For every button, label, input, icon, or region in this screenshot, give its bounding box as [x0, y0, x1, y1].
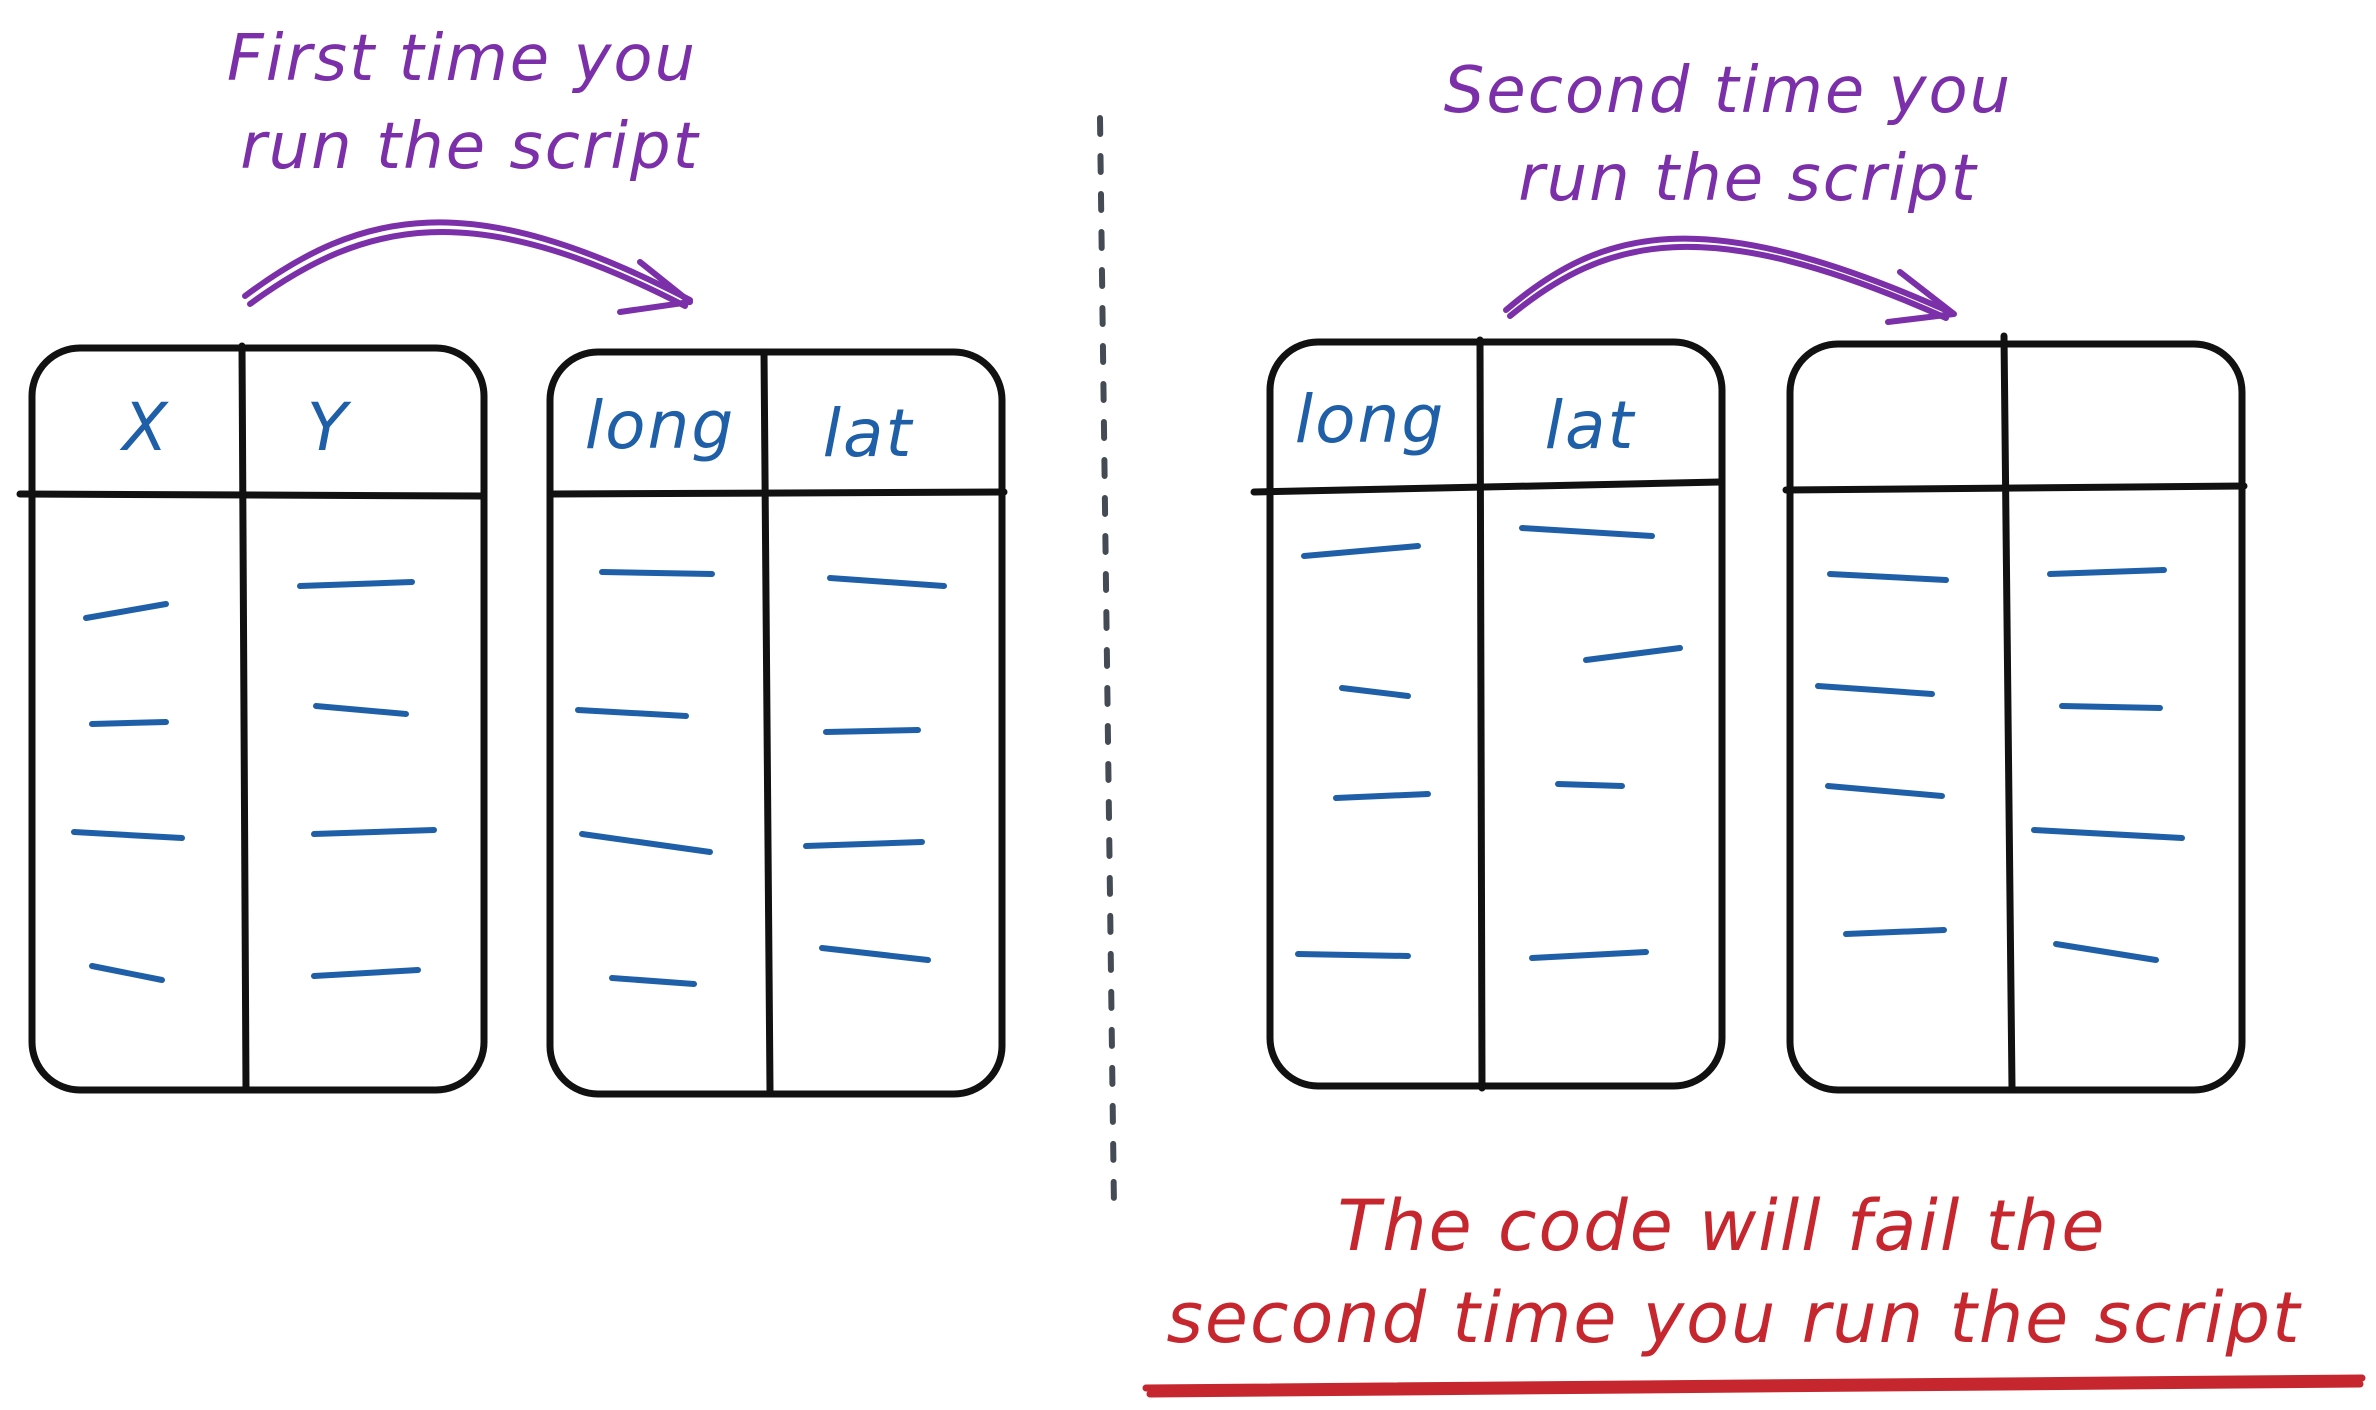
table-first-output-header-col1: long [585, 387, 735, 464]
conclusion-line-1: The code will fail the [1338, 1185, 2107, 1267]
caption-first-run-line-2: run the script [240, 110, 700, 184]
caption-second-run-line-1: Second time you [1444, 54, 2012, 128]
scenario-divider [1097, 115, 1117, 1211]
table-first-output-header-col2: lat [823, 395, 914, 472]
table-first-output-rows [575, 569, 947, 987]
table-second-input-rows [1295, 525, 1683, 961]
table-second-output [1782, 332, 2248, 1094]
table-second-input-header-col2: lat [1545, 387, 1636, 464]
arrow-second-run [1503, 235, 1957, 325]
table-first-output: long lat [546, 348, 1008, 1098]
table-first-input: X Y [16, 342, 488, 1094]
conclusion-underline [1142, 1374, 2366, 1398]
caption-first-run-line-1: First time you [227, 22, 697, 96]
arrow-first-run [242, 219, 693, 315]
table-first-input-header-col2: Y [307, 389, 352, 466]
table-second-output-rows [1815, 567, 2185, 963]
table-first-input-rows [71, 579, 437, 983]
conclusion-line-2: second time you run the script [1166, 1277, 2302, 1359]
table-second-input: long lat [1250, 336, 1726, 1092]
table-second-input-header-col1: long [1295, 381, 1445, 458]
table-first-input-header-col1: X [119, 389, 169, 466]
caption-second-run-line-2: run the script [1518, 142, 1978, 216]
